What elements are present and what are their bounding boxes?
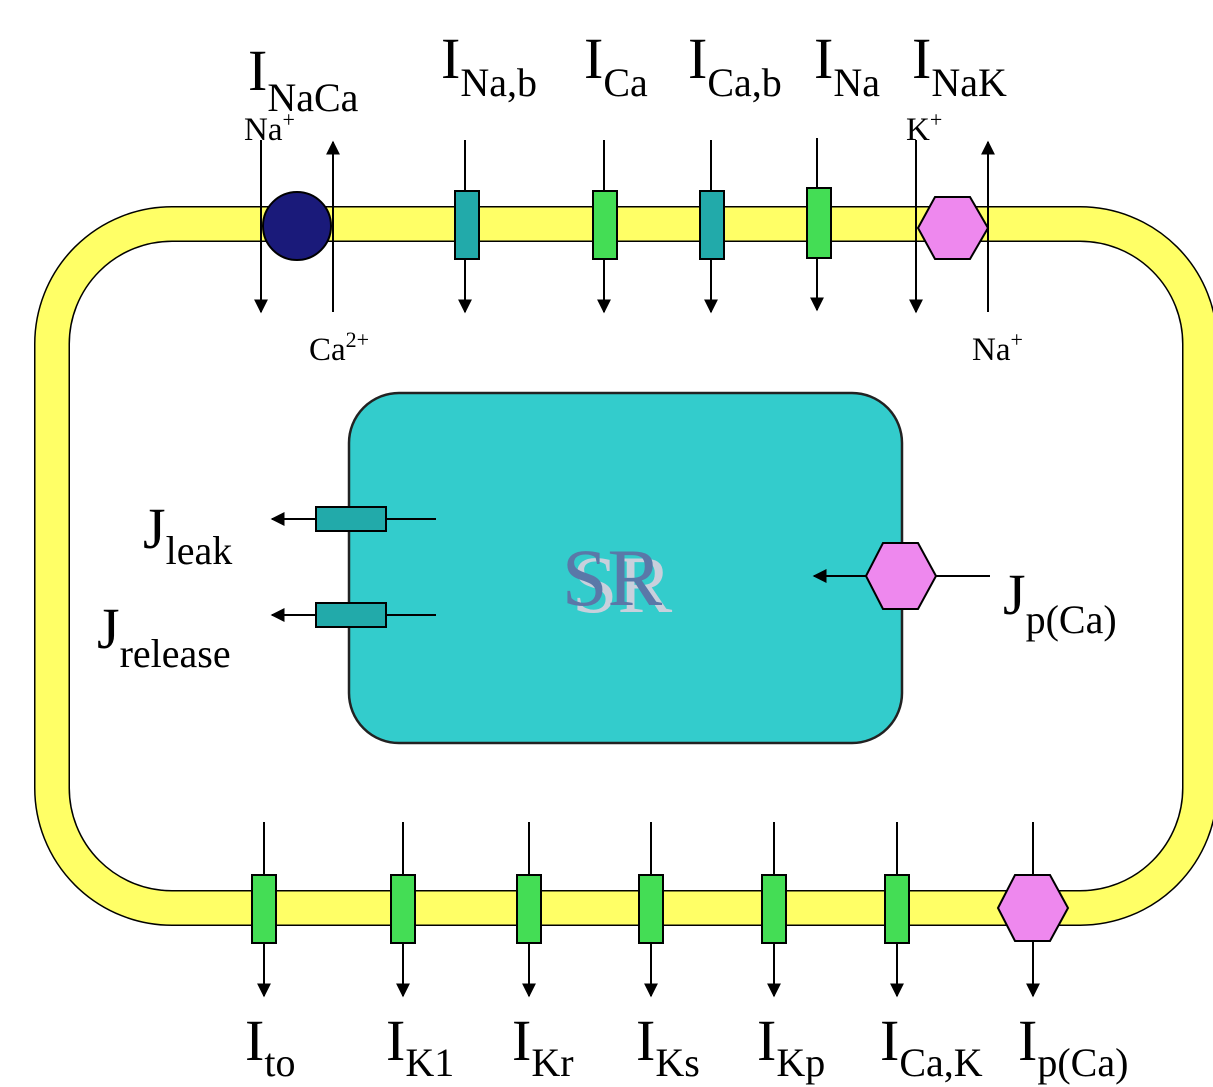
channel-teal-icon	[699, 190, 725, 260]
current-label: IKr	[512, 1008, 574, 1085]
current-label: ICa,b	[688, 26, 782, 105]
pump-hexagon-icon	[864, 542, 938, 610]
current-label: INaCa	[248, 38, 359, 120]
channel-teal-icon	[315, 506, 387, 532]
channel-green-icon	[516, 874, 542, 944]
channel-green-icon	[251, 874, 277, 944]
current-label: INa	[814, 26, 880, 105]
current-label: INa,b	[441, 26, 537, 105]
top-current-labels: INaCa INa,b ICa ICa,b INa INaK	[248, 26, 1007, 120]
channel-green-icon	[806, 187, 832, 259]
channel-ca	[592, 140, 618, 314]
ion-label: Na+	[972, 327, 1023, 368]
current-label: IK1	[386, 1008, 454, 1085]
current-label: INaK	[912, 26, 1007, 105]
channel-teal-icon	[454, 190, 480, 260]
current-label: ICa,K	[880, 1008, 983, 1085]
sr-label: SR	[562, 532, 663, 623]
channel-teal-icon	[315, 602, 387, 628]
channel-k1	[390, 822, 416, 998]
channel-ks	[638, 822, 664, 998]
bottom-current-labels: Ito IK1 IKr IKs IKp ICa,K Ip(Ca)	[245, 1008, 1128, 1085]
sr-flux-labels: Jleak Jrelease Jp(Ca)	[97, 496, 1117, 676]
channel-na-b	[454, 140, 480, 314]
pump-hexagon-icon	[916, 196, 990, 260]
pump-p-ca	[996, 822, 1070, 998]
channel-to	[251, 822, 277, 998]
ion-label: Ca2+	[309, 327, 369, 368]
flux-label-pump: Jp(Ca)	[1003, 562, 1117, 642]
nak-pump	[909, 140, 995, 314]
pump-hexagon-icon	[996, 874, 1070, 942]
sr-label-shadow: SR	[572, 539, 673, 630]
sr-pump	[812, 542, 990, 610]
channel-green-icon	[761, 874, 787, 944]
flux-label-release: Jrelease	[97, 596, 231, 676]
channel-green-icon	[592, 190, 618, 260]
naca-exchanger	[254, 140, 340, 314]
channel-kp	[761, 822, 787, 998]
exchanger-circle-icon	[262, 191, 332, 261]
current-label: Ip(Ca)	[1018, 1008, 1128, 1085]
current-label: ICa	[584, 26, 648, 105]
channel-green-icon	[884, 874, 910, 944]
channel-green-icon	[638, 874, 664, 944]
ion-labels: Na+ Ca2+ K+ Na+	[244, 107, 1023, 368]
channel-green-icon	[390, 874, 416, 944]
sr-leak-channel	[270, 506, 436, 532]
channel-kr	[516, 822, 542, 998]
current-label: Ito	[245, 1008, 295, 1085]
channel-ca-b	[699, 140, 725, 314]
sr-release-channel	[270, 602, 436, 628]
current-label: IKp	[757, 1008, 825, 1085]
ion-label: Na+	[244, 107, 295, 148]
flux-label-leak: Jleak	[143, 496, 232, 573]
cell-membrane-fill	[35, 207, 1213, 925]
channel-ca-k	[884, 822, 910, 998]
ion-label: K+	[906, 107, 942, 148]
channel-na	[806, 138, 832, 312]
current-label: IKs	[636, 1008, 700, 1085]
